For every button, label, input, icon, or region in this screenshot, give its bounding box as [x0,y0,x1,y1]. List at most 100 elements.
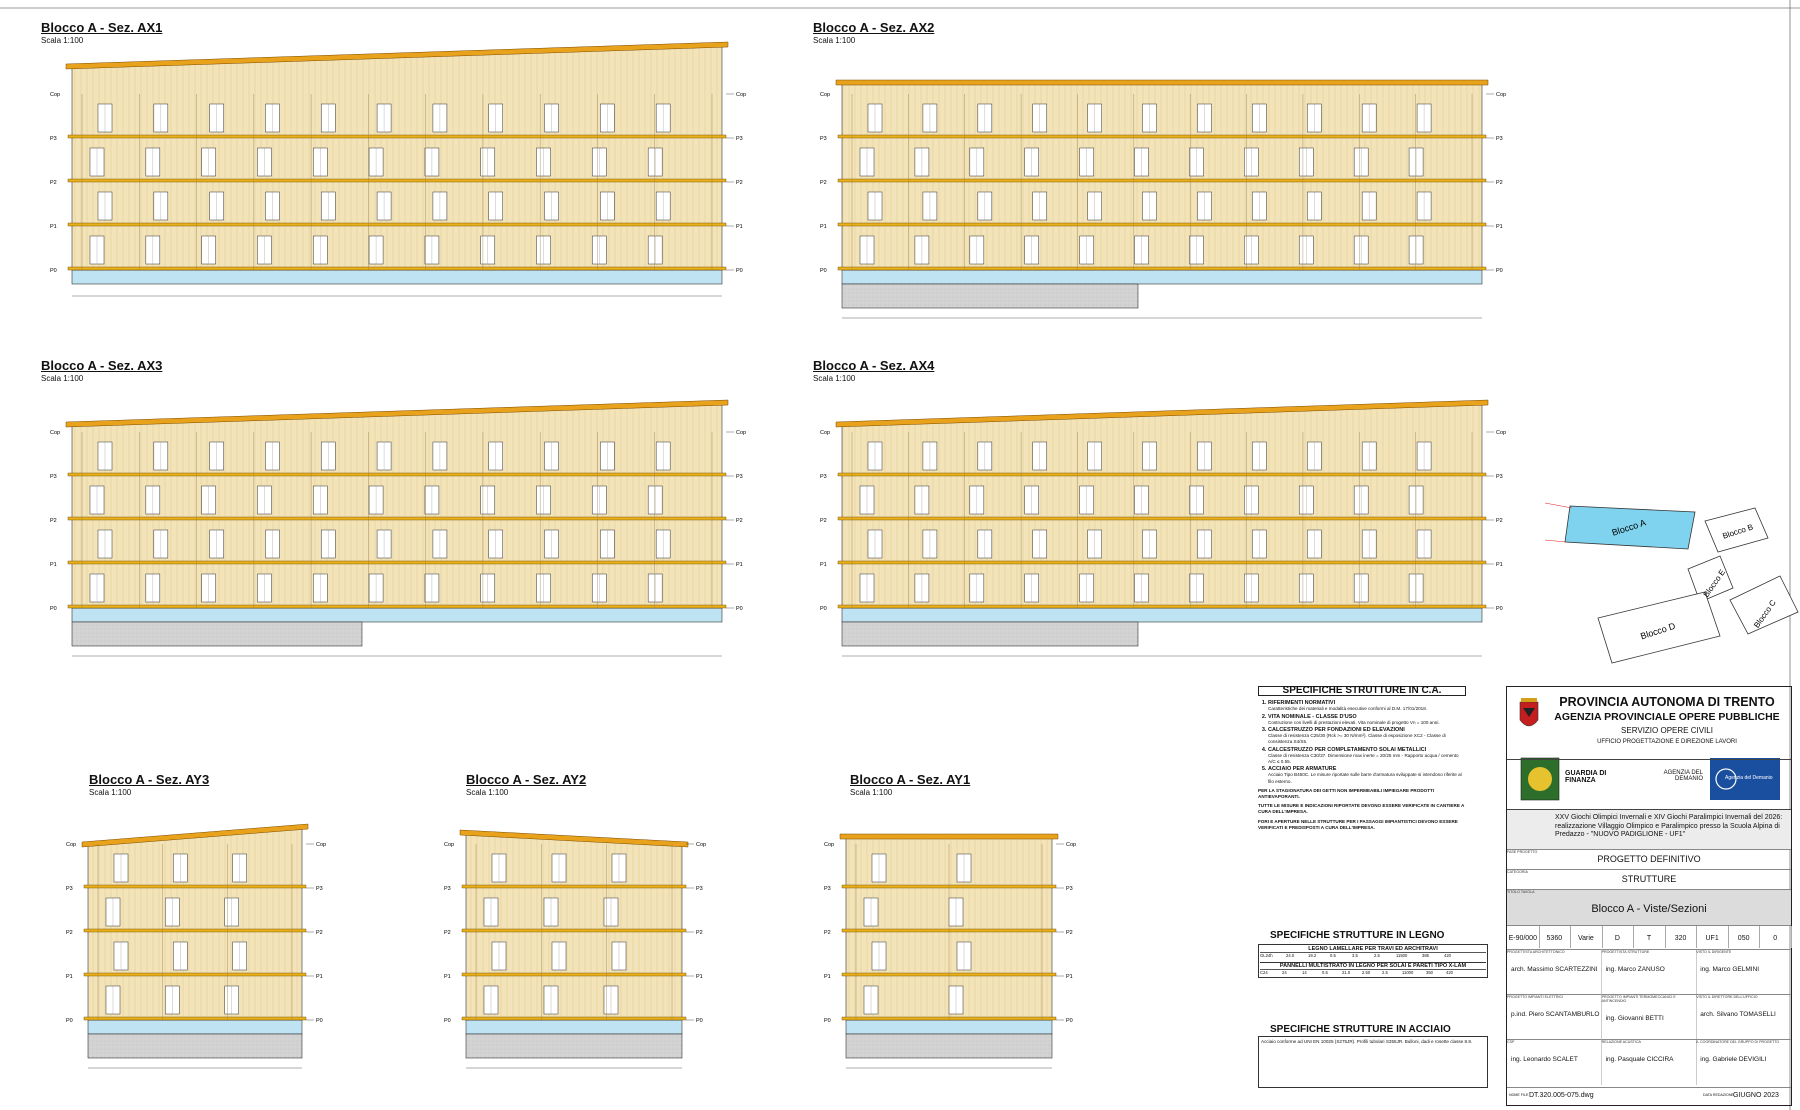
level-label: Cop [50,430,60,436]
floor-slab [83,928,307,933]
trento-coat-of-arms-icon [1519,698,1539,727]
level-label: P3 [50,474,57,480]
floor-slab [837,178,1487,183]
spec-legno-table1-title: LEGNO LAMELLARE PER TRAVI ED ARCHITRAVI [1308,946,1438,953]
level-label: P2 [444,930,451,936]
section-scale-ay3: Scala 1:100 [89,788,132,797]
section-title-ax4: Blocco A - Sez. AX4 [813,358,935,373]
spec-ca-nb2: TUTTE LE MISURE E INDICAZIONI RIPORTATE … [1258,803,1465,815]
foundation-slab [71,269,723,285]
person-name: ing. Marco GELMINI [1700,966,1760,973]
level-label: P0 [1496,268,1503,274]
code-cell: Varie [1570,926,1603,948]
level-label: Cop [820,430,830,436]
level-label: P1 [736,224,743,230]
person-name: ing. Giovanni BETTI [1605,1015,1664,1022]
level-label: P0 [820,606,827,612]
floor-slab [837,516,1487,521]
level-label: P2 [50,180,57,186]
spec-ca-nb3: FORI E APERTURE NELLE STRUTTURE PER I PA… [1258,818,1458,830]
timber-wall [841,401,1483,609]
level-label: P3 [696,886,703,892]
spec-acciaio-body: Acciaio conforme ad UNI EN 10025 (S275JR… [1258,1036,1488,1089]
roof-beam [81,823,309,848]
ente-office: UFFICIO PROGETTAZIONE E DIREZIONE LAVORI [1597,739,1737,745]
section-scale-ay1: Scala 1:100 [850,788,893,797]
demanio-logo-text: Agenzia del Demanio [1725,775,1773,781]
code-cell: E-90/000 [1507,926,1540,948]
timber-wall [841,81,1483,271]
level-label: P0 [444,1018,451,1024]
floor-slab [461,928,687,933]
level-label: P1 [444,974,451,980]
level-label: P1 [50,562,57,568]
spec-ca-nb1: PER LA STAGIONATURA DEI GETTI NON IMPERM… [1258,787,1435,800]
floor-slab [67,472,727,477]
roof-beam [65,399,729,428]
level-label: P0 [824,1018,831,1024]
level-label: P0 [696,1018,703,1024]
floor-slab [83,972,307,977]
file-name: DT.320.005-075.dwg [1529,1092,1594,1099]
ente-service: SERVIZIO OPERE CIVILI [1621,726,1713,735]
spec-ca-title: SPECIFICHE STRUTTURE IN C.A. [1258,685,1466,697]
level-label: Cop [824,842,834,848]
basement-wall [71,621,363,647]
timber-wall [71,401,723,609]
level-label: Cop [696,842,706,848]
code-cell: 5360 [1539,926,1572,948]
foundation-slab [841,607,1483,623]
section-scale-ax2: Scala 1:100 [813,36,856,45]
level-label: P1 [1066,974,1073,980]
title-block-header: PROVINCIA AUTONOMA DI TRENTO AGENZIA PRO… [1507,687,1791,760]
level-label: P3 [736,136,743,142]
table-row: C24 24 14 0.5 21.0 2.50 2.5 11000 350 42… [1260,968,1486,976]
level-label: P3 [50,136,57,142]
fase-cell: FASE PROGETTO PROGETTO DEFINITIVO [1507,849,1791,868]
floor-slab [67,604,727,609]
level-label: P1 [824,974,831,980]
level-label: P0 [736,268,743,274]
level-label: P3 [820,136,827,142]
section-scale-ax3: Scala 1:100 [41,374,84,383]
level-label: Cop [316,842,326,848]
floor-slab [461,884,687,889]
file-row: NOME FILE DT.320.005-075.dwg DATA REDAZI… [1507,1087,1791,1105]
floor-slab [83,884,307,889]
basement-wall [87,1033,303,1059]
level-label: P3 [1496,474,1503,480]
fase-value: PROGETTO DEFINITIVO [1597,854,1701,864]
section-scale-ax4: Scala 1:100 [813,374,856,383]
spec-ca-item: CALCESTRUZZO PER COMPLETAMENTO SOLAI MET… [1268,747,1466,766]
roof-beam [65,41,729,70]
categoria-cell: CATEGORIA STRUTTURE [1507,869,1791,888]
basement-wall [465,1033,683,1059]
level-label: P2 [736,180,743,186]
level-label: P1 [66,974,73,980]
level-label: Cop [66,842,76,848]
level-label: Cop [820,92,830,98]
code-cell: D [1602,926,1635,948]
drawing-date: GIUGNO 2023 [1733,1092,1779,1099]
level-label: P0 [736,606,743,612]
floor-slab [837,134,1487,139]
code-cell: UF1 [1696,926,1729,948]
foundation-slab [87,1019,303,1035]
level-label: P2 [66,930,73,936]
section-title-ax3: Blocco A - Sez. AX3 [41,358,163,373]
person-name: arch. Massimo SCARTEZZINI [1511,966,1598,973]
table-row: GL24h 24.0 19.2 0.5 3.5 2.5 11500 385 42… [1260,952,1486,959]
basement-wall [841,621,1139,647]
level-label: P1 [1496,224,1503,230]
person-name: ing. Gabriele DEVIGILI [1700,1056,1767,1063]
title-block: PROVINCIA AUTONOMA DI TRENTO AGENZIA PRO… [1506,686,1792,1106]
